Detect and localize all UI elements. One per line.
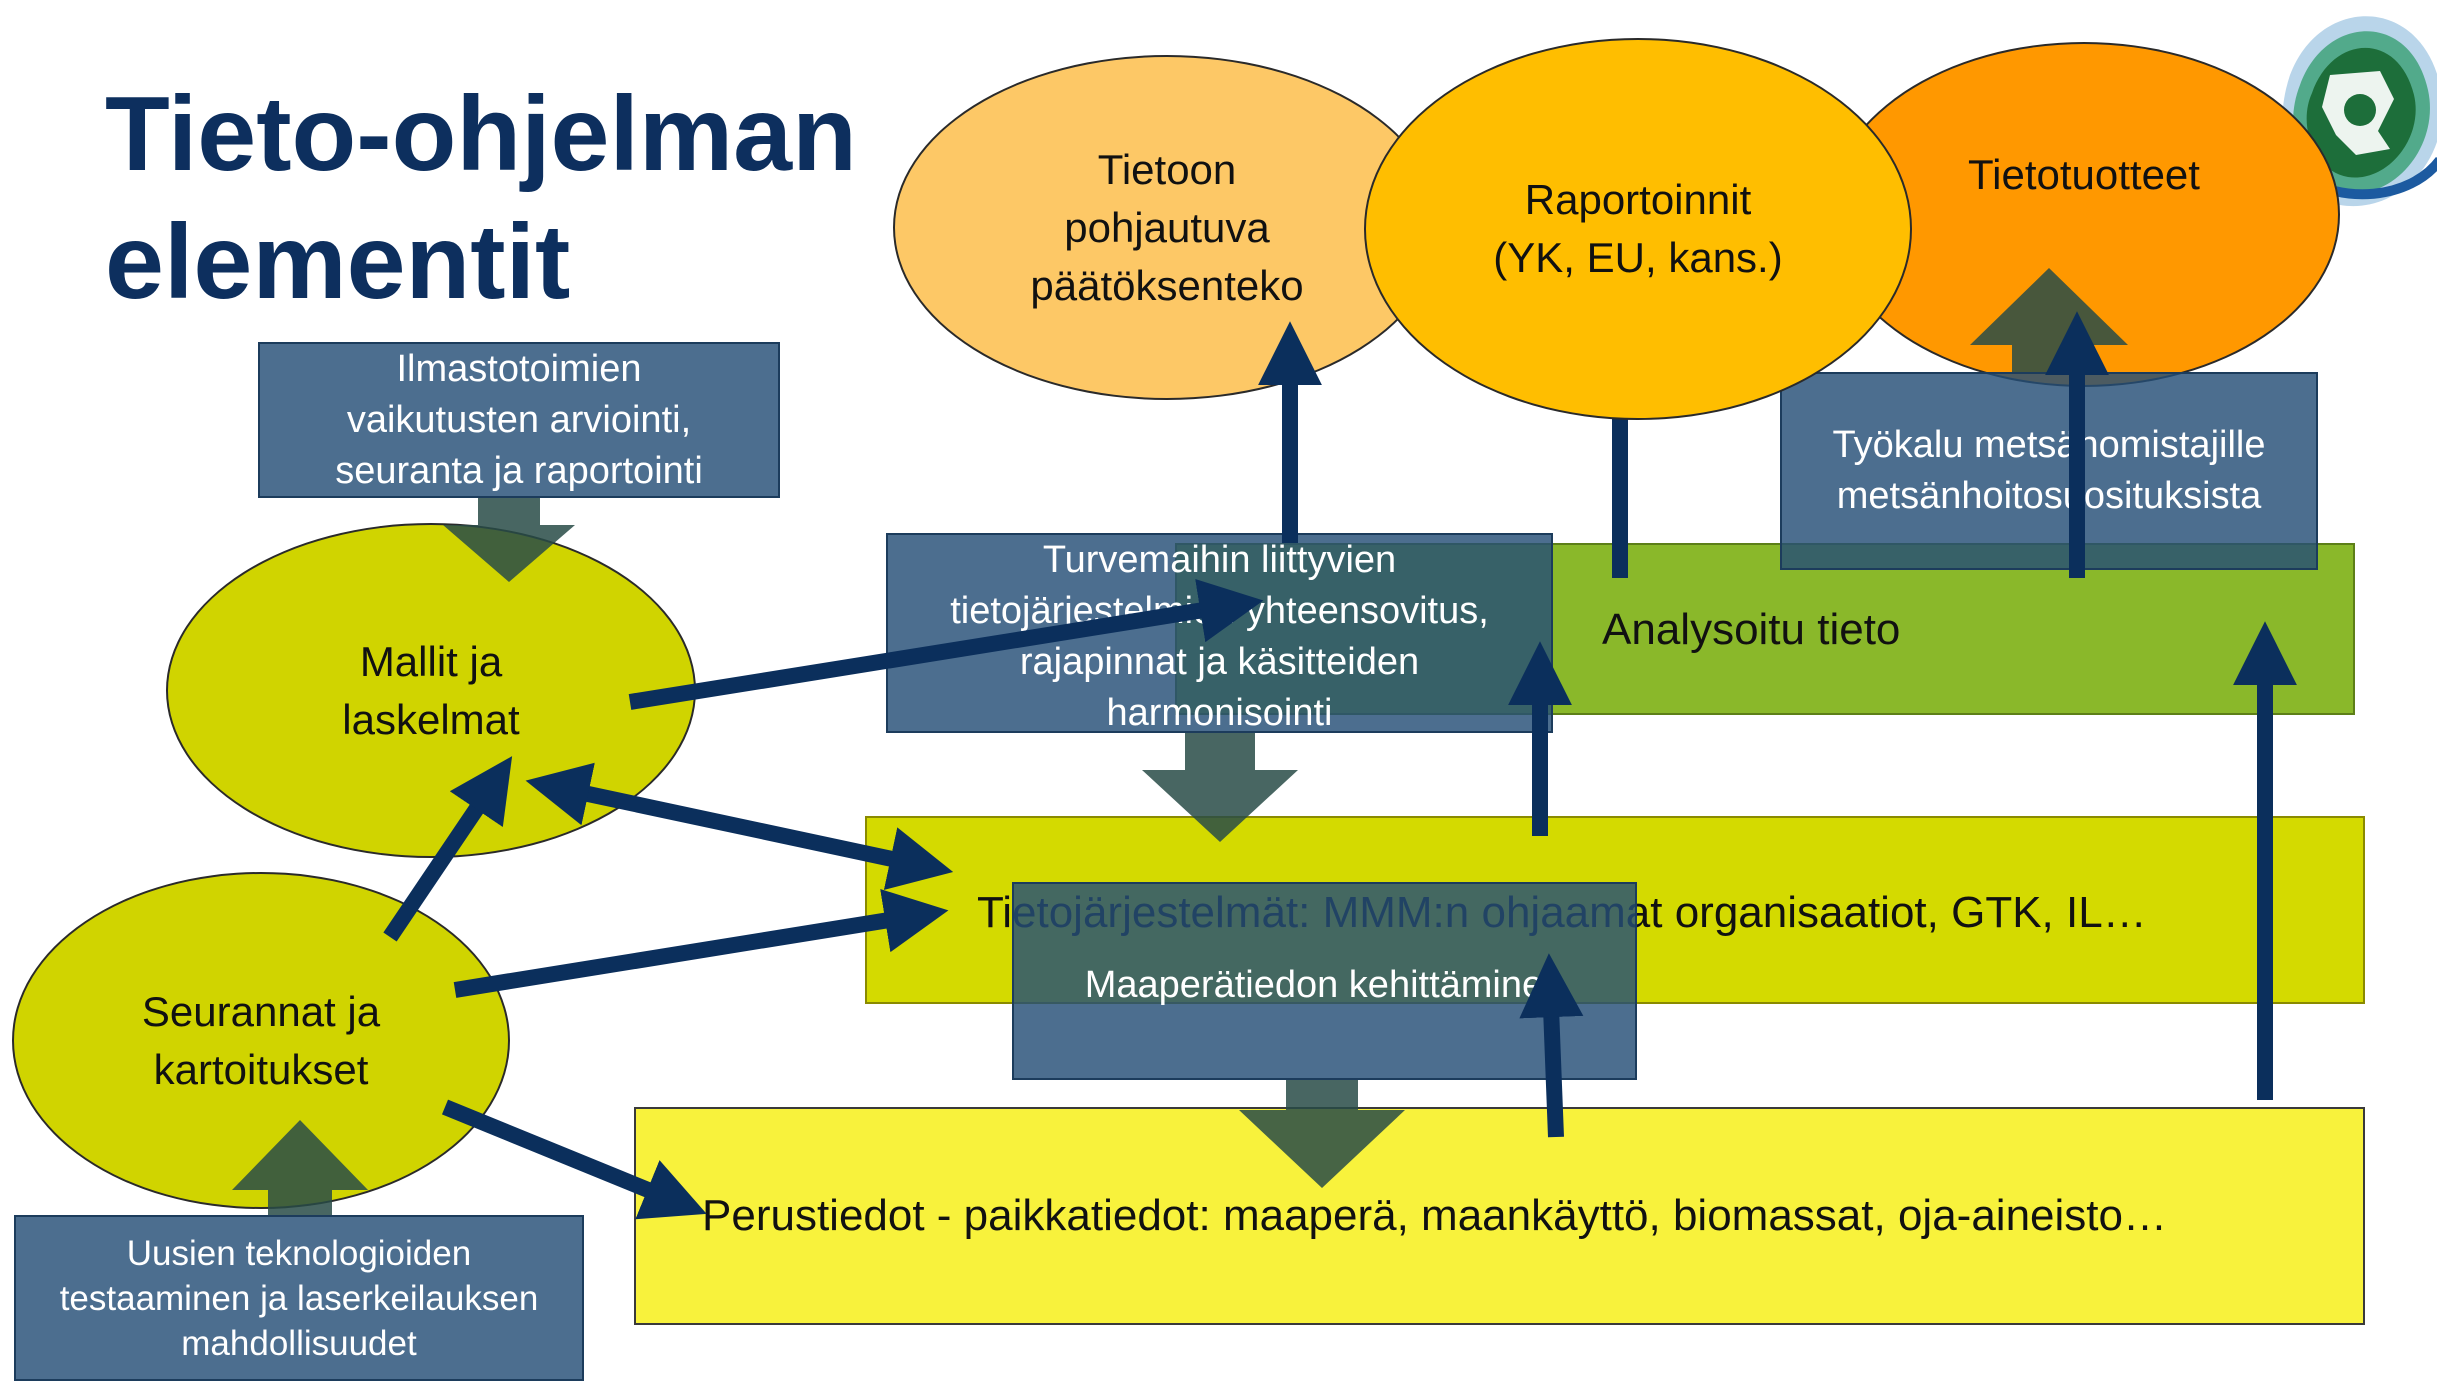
ellipse-decision-making: Tietoon pohjautuva päätöksenteko [893, 55, 1441, 400]
tech-line-2: testaaminen ja laserkeilauksen [59, 1278, 539, 1318]
peat-line-3: rajapinnat ja käsitteiden [1019, 641, 1420, 683]
decision-line-1: Tietoon [1097, 145, 1237, 193]
peat-line-2: tietojärjestelmien yhteensovitus, [950, 590, 1489, 632]
reporting-line-1: Raportoinnit [1524, 176, 1752, 223]
decision-line-2: pohjautuva [1064, 203, 1270, 251]
tech-line-3: mahdollisuudet [181, 1323, 417, 1363]
bar-basic-data: Perustiedot - paikkatiedot: maaperä, maa… [634, 1107, 2365, 1325]
note-climate-assessment: Ilmastotoimien vaikutusten arviointi, se… [258, 342, 780, 498]
climate-line-3: seuranta ja raportointi [335, 449, 703, 492]
monitoring-line-2: kartoitukset [153, 1045, 369, 1093]
soil-line-1: Maaperätiedon kehittäminen [1084, 964, 1565, 1006]
tool-line-2: metsänhoitosuosituksista [1836, 475, 2262, 517]
climate-line-1: Ilmastotoimien [396, 347, 642, 390]
decision-line-3: päätöksenteko [1030, 261, 1304, 309]
title-line-2: elementit [105, 203, 571, 321]
ellipse-models: Mallit ja laskelmat [166, 523, 696, 858]
note-new-technologies: Uusien teknologioiden testaaminen ja las… [14, 1215, 584, 1381]
note-peatland-systems: Turvemaihin liittyvien tietojärjestelmie… [886, 533, 1553, 734]
peat-line-1: Turvemaihin liittyvien [1042, 539, 1397, 581]
title-line-1: Tieto-ohjelman [105, 75, 857, 193]
peat-line-4: harmonisointi [1106, 692, 1333, 734]
analysed-label: Analysoitu tieto [1602, 605, 1901, 654]
basic-label: Perustiedot - paikkatiedot: maaperä, maa… [702, 1191, 2167, 1240]
products-line-1: Tietotuotteet [1968, 150, 2200, 198]
models-line-1: Mallit ja [359, 637, 503, 685]
page-title: Tieto-ohjelman elementit [105, 70, 905, 326]
models-line-2: laskelmat [342, 695, 520, 743]
ellipse-monitoring: Seurannat ja kartoitukset [12, 872, 510, 1209]
monitoring-line-1: Seurannat ja [141, 987, 381, 1035]
tech-line-1: Uusien teknologioiden [126, 1233, 472, 1273]
ellipse-reporting: Raportoinnit (YK, EU, kans.) [1364, 38, 1912, 420]
arrow-monitoring-to-systems [453, 889, 949, 998]
climate-line-2: vaikutusten arviointi, [346, 398, 692, 441]
reporting-line-2: (YK, EU, kans.) [1493, 234, 1783, 281]
note-forest-owner-tool: Työkalu metsänomistajille metsänhoitosuo… [1780, 372, 2318, 570]
note-soil-data-development: Maaperätiedon kehittäminen [1012, 882, 1637, 1080]
tool-line-1: Työkalu metsänomistajille [1832, 424, 2266, 466]
